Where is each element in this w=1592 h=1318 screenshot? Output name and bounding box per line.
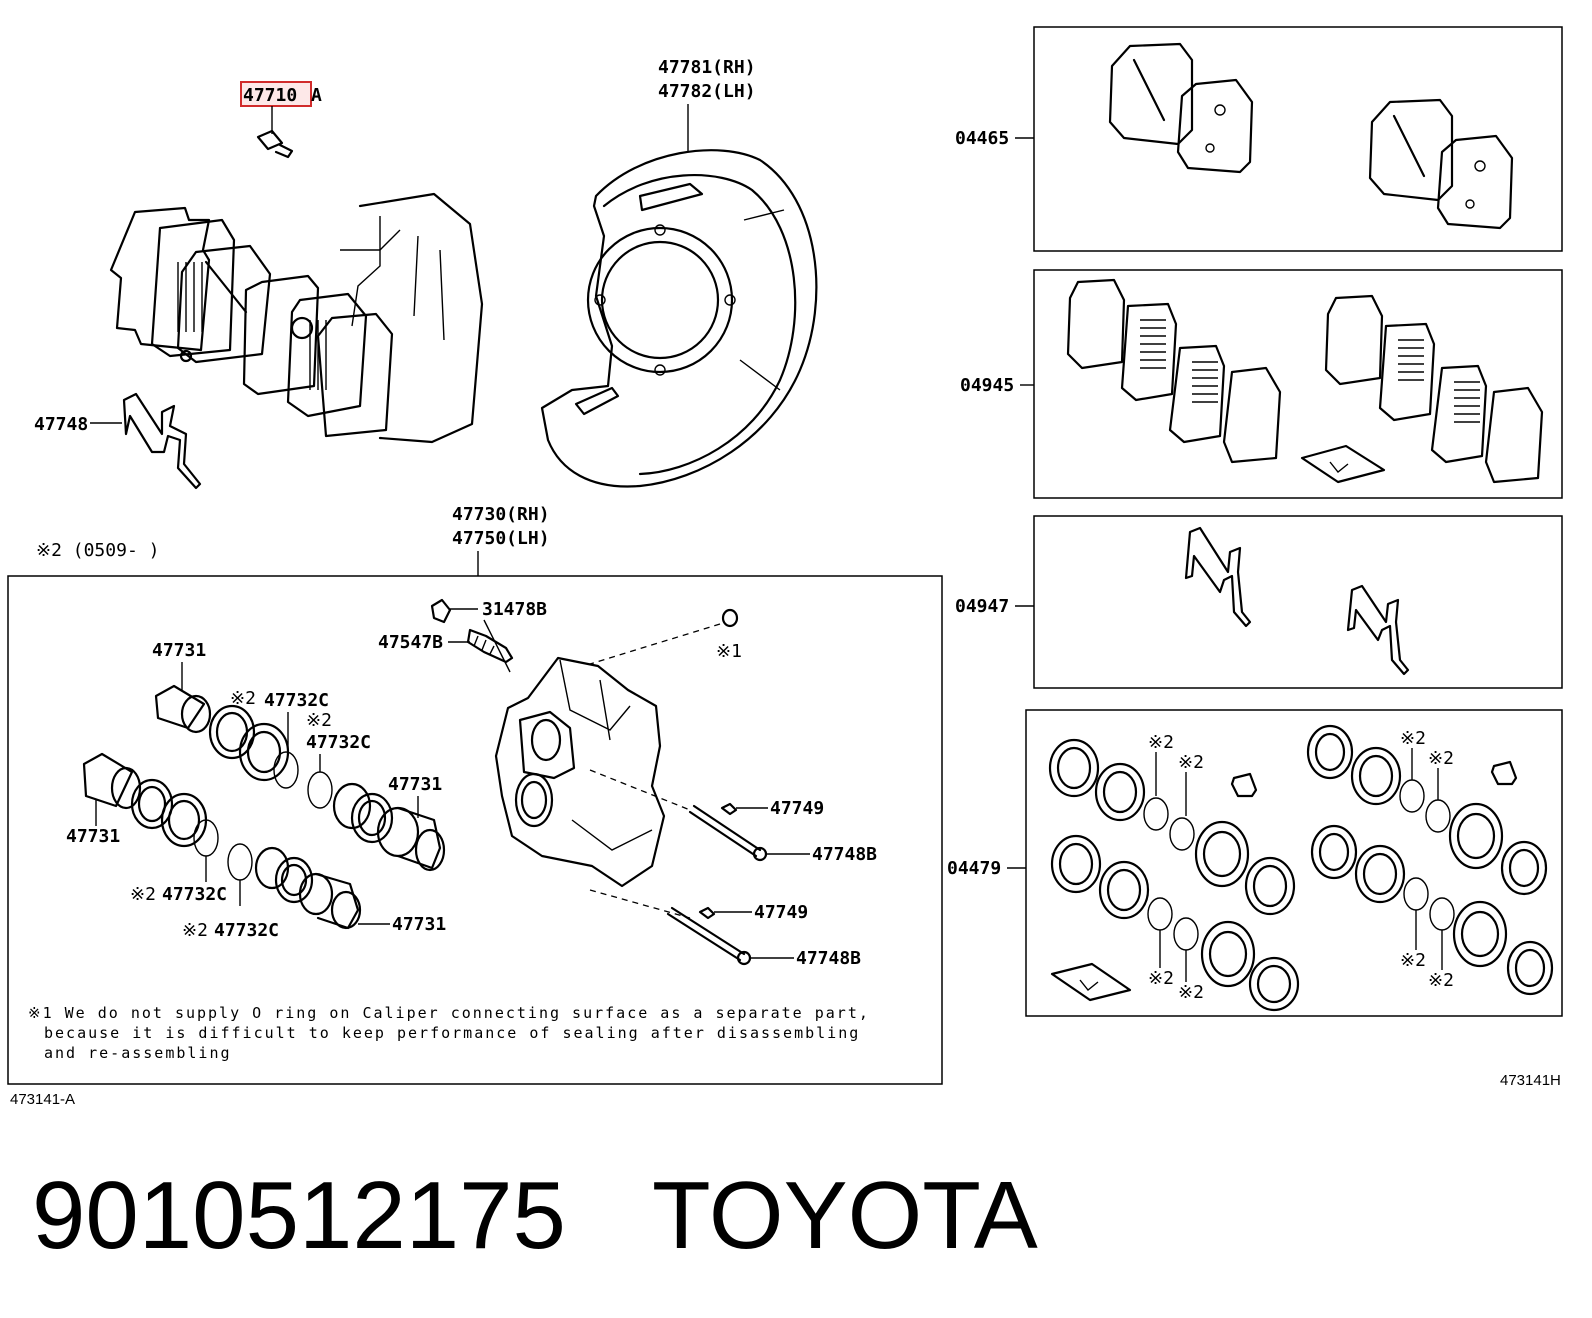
bleeder-plug-icon xyxy=(430,598,452,624)
anti-rattle-spring-icon xyxy=(122,392,202,490)
kit-label-04479: 04479 xyxy=(947,858,1001,879)
note-mark: ※2 xyxy=(1148,968,1174,989)
caliper-piston-icon-2 xyxy=(82,752,253,881)
part-label-suffix-a: A xyxy=(311,85,322,106)
caliper-piston-icon-4 xyxy=(254,846,362,930)
pin-clip-icon xyxy=(698,802,738,920)
note-mark: ※2 xyxy=(1428,748,1454,769)
part-label-47748: 47748 xyxy=(34,414,88,435)
pad-and-shim-kit-icon xyxy=(1066,278,1544,484)
part-label-47732c-a: 47732C xyxy=(264,690,329,711)
footnote-line-2: because it is difficult to keep performa… xyxy=(44,1024,860,1042)
part-label-47710: 47710 xyxy=(243,85,297,106)
bolt-icon xyxy=(256,106,294,159)
part-label-47731-d: 47731 xyxy=(392,914,446,935)
kit-box-04945 xyxy=(1033,269,1563,499)
caliper-piston-icon-3 xyxy=(332,782,446,872)
kit-box-04465 xyxy=(1033,26,1563,252)
part-label-47748b-b: 47748B xyxy=(796,948,861,969)
part-label-47781: 47781(RH) xyxy=(658,57,756,78)
brake-pad-set-icon xyxy=(109,206,394,438)
note-mark: ※2 xyxy=(130,884,156,905)
note-mark: ※2 xyxy=(1400,950,1426,971)
note-mark: ※2 xyxy=(182,920,208,941)
note-mark: ※2 xyxy=(1148,732,1174,753)
cylinder-seal-kit-icon xyxy=(1048,724,1554,1012)
part-number-title: 9010512175 xyxy=(32,1162,566,1269)
kit-label-04465: 04465 xyxy=(955,128,1009,149)
part-label-47748b-a: 47748B xyxy=(812,844,877,865)
figure-ref-right: 473141H xyxy=(1500,1072,1561,1089)
part-label-47731-c: 47731 xyxy=(388,774,442,795)
figure-ref-left: 473141-A xyxy=(10,1091,75,1108)
kit-box-04479 xyxy=(1025,709,1563,1017)
part-label-47732c-b: 47732C xyxy=(306,732,371,753)
note-mark: ※2 xyxy=(1178,982,1204,1003)
part-label-47731-b: 47731 xyxy=(66,826,120,847)
part-label-47731-a: 47731 xyxy=(152,640,206,661)
dust-shield-icon xyxy=(540,149,818,488)
kit-box-04947 xyxy=(1033,515,1563,689)
part-label-47750: 47750(LH) xyxy=(452,528,550,549)
pad-pin-icon xyxy=(666,804,768,966)
part-label-47730: 47730(RH) xyxy=(452,504,550,525)
brake-caliper-icon xyxy=(494,656,666,888)
pad-spring-kit-icon xyxy=(1184,526,1410,676)
footnote-line-1: ※1 We do not supply O ring on Caliper co… xyxy=(28,1004,870,1022)
note-mark: ※2 xyxy=(1400,728,1426,749)
kit-04479-note-marks: ※2 ※2 ※2 ※2 ※2 ※2 ※2 ※2 xyxy=(1148,728,1454,1003)
kit-label-04947: 04947 xyxy=(955,596,1009,617)
caliper-outline-icon xyxy=(340,192,484,444)
caliper-assembly-box xyxy=(7,575,943,1085)
part-label-47782: 47782(LH) xyxy=(658,81,756,102)
brand-title: TOYOTA xyxy=(652,1162,1038,1269)
part-label-47547b: 47547B xyxy=(378,632,443,653)
disc-brake-pad-kit-icon xyxy=(1108,42,1514,230)
highlight-box xyxy=(240,81,312,107)
note-mark-1: ※1 xyxy=(716,641,742,662)
o-ring-icon xyxy=(721,608,739,628)
part-label-47732c-d: 47732C xyxy=(214,920,279,941)
footnote-line-3: and re-assembling xyxy=(44,1044,232,1062)
kit-label-04945: 04945 xyxy=(960,375,1014,396)
note-mark: ※2 xyxy=(306,710,332,731)
part-label-31478b: 31478B xyxy=(482,599,547,620)
part-label-47749-b: 47749 xyxy=(754,902,808,923)
note-mark: ※2 xyxy=(1428,970,1454,991)
date-range-note: ※2 (0509- ) xyxy=(36,540,159,561)
bleeder-screw-icon xyxy=(466,628,514,664)
note-mark: ※2 xyxy=(230,688,256,709)
part-47710a-callout[interactable]: 47710 A xyxy=(240,81,322,107)
part-label-47749-a: 47749 xyxy=(770,798,824,819)
note-mark: ※2 xyxy=(1178,752,1204,773)
part-label-47732c-c: 47732C xyxy=(162,884,227,905)
